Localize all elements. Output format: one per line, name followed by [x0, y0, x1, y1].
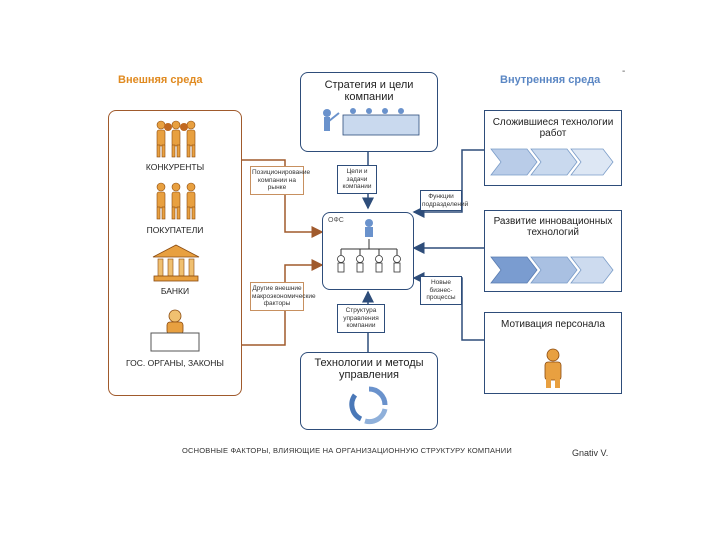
work-tech-label: Сложившиеся технологии работ	[492, 117, 614, 139]
meeting-icon	[323, 108, 420, 136]
strategy-label: Стратегия и цели компании	[324, 79, 414, 103]
note-goals-tasks: Цели и задачи компании	[337, 165, 377, 194]
footer-caption: ОСНОВНЫЕ ФАКТОРЫ, ВЛИЯЮЩИЕ НА ОРГАНИЗАЦИ…	[182, 446, 512, 455]
note-new-processes: Новые бизнес-процессы	[420, 276, 462, 305]
gov-icon	[150, 309, 200, 352]
arrow-market-position	[240, 159, 324, 238]
ofs-label: ОФС	[328, 217, 344, 224]
person-icon	[544, 348, 562, 388]
buyers-icon	[156, 182, 196, 220]
org-chart-icon	[337, 219, 401, 273]
methods-box: Технологии и методы управления	[300, 352, 438, 430]
innovation-arrows-icon	[490, 256, 614, 284]
heading-external: Внешняя среда	[118, 74, 203, 86]
heading-internal: Внутренняя среда	[500, 74, 601, 86]
note-unit-functions: Функции подразделений	[420, 190, 468, 211]
motivation-label: Мотивация персонала	[501, 319, 605, 330]
competitors-label: КОНКУРЕНТЫ	[145, 162, 205, 172]
note-other-factors: Другие внешние макроэкономические фактор…	[250, 282, 316, 311]
external-panel: КОНКУРЕНТЫ ПОКУПАТЕЛИ БАНКИ ГОС. ОРГАНЫ,…	[108, 110, 242, 396]
competitors-icon	[156, 120, 196, 158]
ofs-box: ОФС	[322, 212, 414, 290]
note-mgmt-structure: Структура управления компании	[337, 304, 385, 333]
bank-icon	[152, 244, 200, 282]
work-tech-box: Сложившиеся технологии работ	[484, 110, 622, 186]
innovation-box: Развитие инновационных технологий	[484, 210, 622, 292]
cycle-icon	[349, 386, 388, 425]
methods-label: Технологии и методы управления	[314, 357, 424, 381]
innovation-label: Развитие инновационных технологий	[493, 216, 613, 238]
buyers-label: ПОКУПАТЕЛИ	[146, 225, 204, 235]
strategy-box: Стратегия и цели компании	[300, 72, 438, 152]
process-arrows-icon	[490, 148, 614, 176]
gov-label: ГОС. ОРГАНЫ, ЗАКОНЫ	[126, 358, 224, 368]
arrow-work-tech	[412, 149, 484, 218]
note-market-position: Позиционирование компании на рынке	[250, 166, 310, 195]
banks-label: БАНКИ	[160, 286, 190, 296]
footer-author: Gnativ V.	[572, 448, 609, 458]
corner-mark: -	[622, 66, 626, 77]
motivation-box: Мотивация персонала	[484, 312, 622, 394]
